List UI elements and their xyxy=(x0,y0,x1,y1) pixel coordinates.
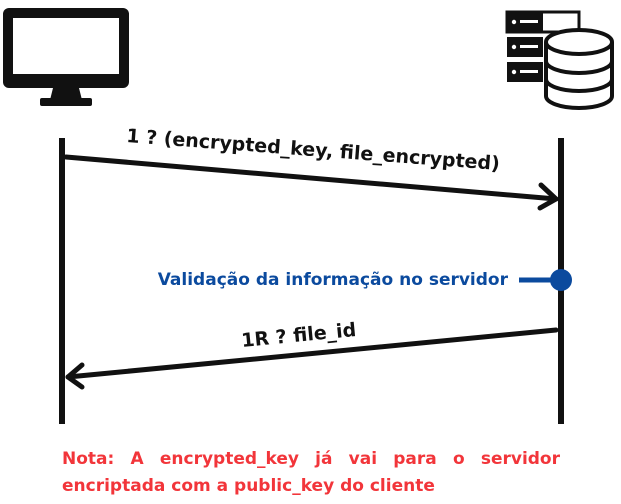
server-database-icon xyxy=(505,10,614,110)
server-event-marker xyxy=(519,269,572,291)
note-text: Nota: A encrypted_key já vai para o serv… xyxy=(62,449,560,496)
server-event-label: Validação da informação no servidor xyxy=(158,270,509,290)
monitor-icon xyxy=(3,8,129,106)
message-1r-label: 1R ? file_id xyxy=(240,319,357,352)
message-1-arrow xyxy=(63,154,559,211)
message-1r-arrow xyxy=(65,327,559,390)
